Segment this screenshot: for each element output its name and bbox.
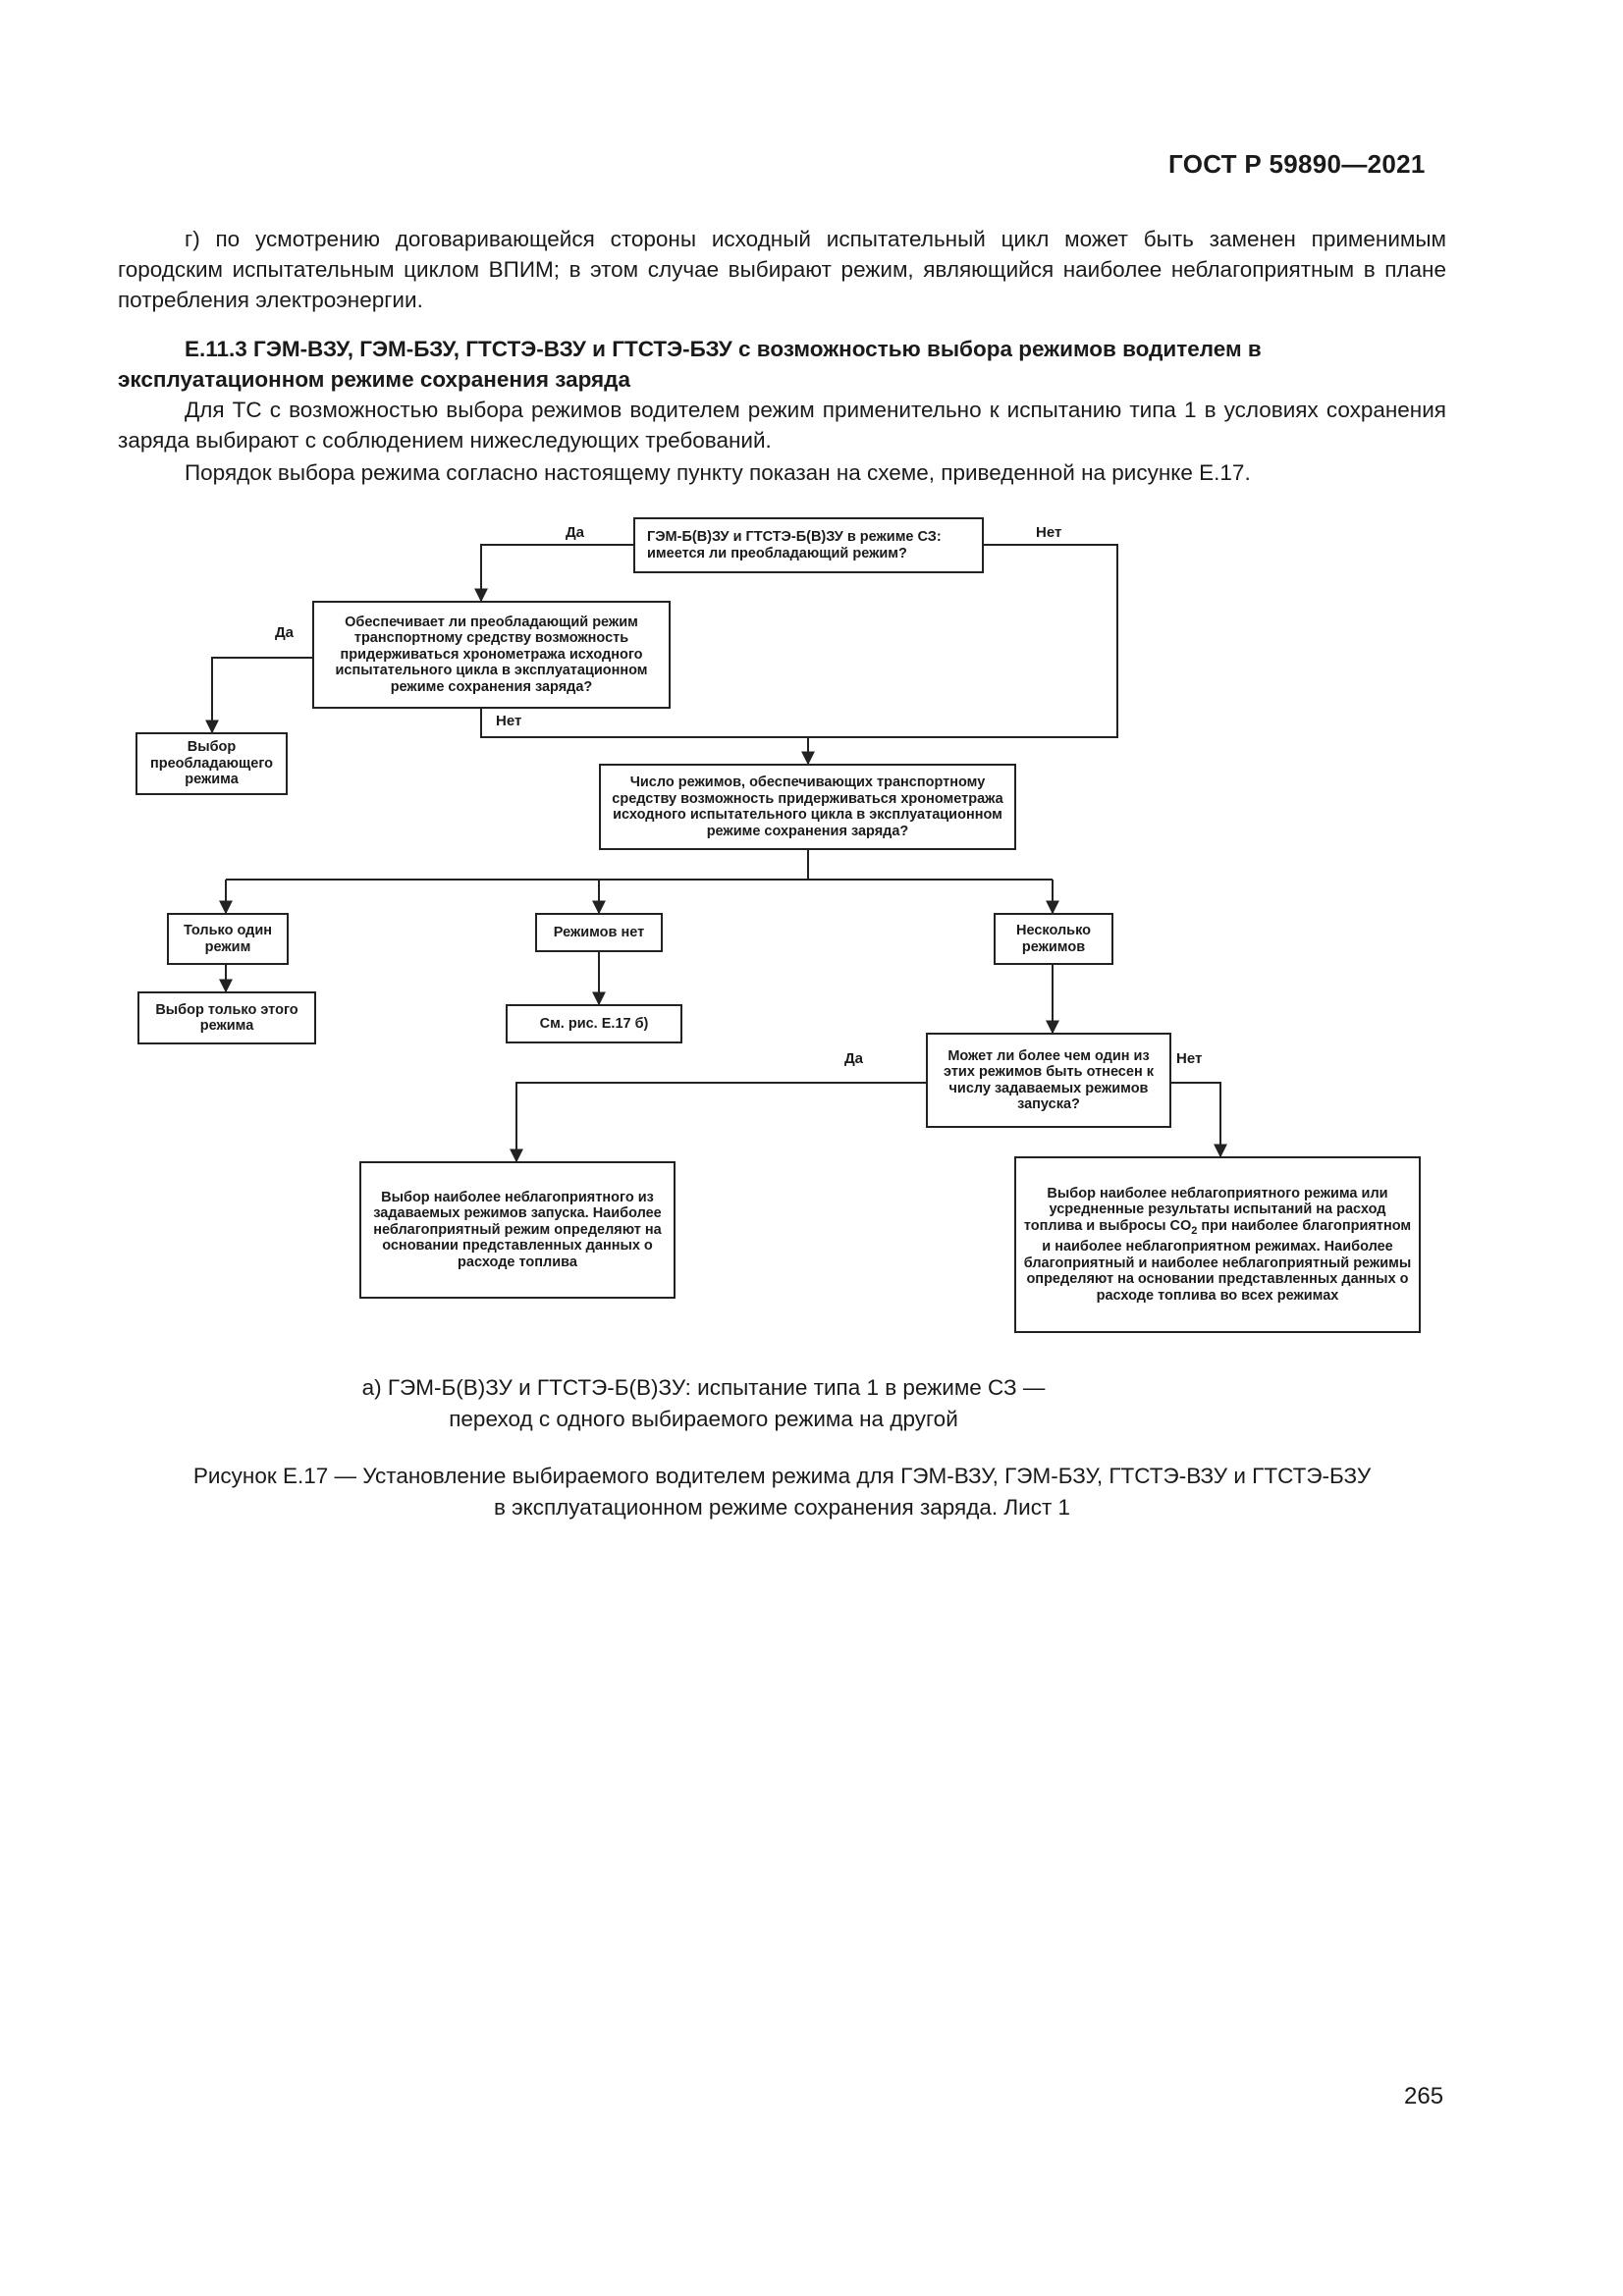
- branch-several-modes: Несколько режимов: [994, 913, 1113, 965]
- connector-q4-no: [1171, 1082, 1227, 1158]
- paragraph-g: г) по усмотрению договаривающейся сторон…: [118, 224, 1446, 315]
- result-select-predominant: Выбор преобладающего режима: [135, 732, 288, 795]
- co2-subscript: 2: [1191, 1224, 1198, 1237]
- label-no-q2: Нет: [496, 713, 522, 729]
- result-select-only-this: Выбор только этого режима: [137, 991, 316, 1044]
- paragraph-ref: Порядок выбора режима согласно настоящем…: [118, 457, 1446, 488]
- connector-q2-no: [480, 709, 815, 766]
- result-text-part1: Выбор наиболее неблагоприятного режима и…: [1023, 1185, 1388, 1234]
- branch-only-one-mode: Только один режим: [167, 913, 289, 965]
- connector-q1-yes: [474, 544, 633, 603]
- connector-q4-yes: [510, 1082, 926, 1163]
- label-yes-q4: Да: [844, 1050, 864, 1067]
- flowchart-connectors: [205, 544, 1227, 1163]
- result-text-part2: при наиболее благоприятном и наиболее не…: [1023, 1217, 1412, 1304]
- paragraph-intro-text: Для ТС с возможностью выбора режимов вод…: [118, 398, 1446, 453]
- label-no-q4: Нет: [1176, 1050, 1203, 1067]
- subfigure-caption: а) ГЭМ-Б(В)ЗУ и ГТСТЭ-Б(В)ЗУ: испытание …: [118, 1372, 1446, 1435]
- result-worst-or-averaged: Выбор наиболее неблагоприятного режима и…: [1014, 1156, 1421, 1333]
- question-multiple-launch-modes: Может ли более чем один из этих режимов …: [926, 1033, 1171, 1128]
- label-yes-q1: Да: [566, 524, 585, 541]
- result-worst-or-averaged-text: Выбор наиболее неблагоприятного режима и…: [1022, 1186, 1413, 1304]
- paragraph-g-text: г) по усмотрению договаривающейся сторон…: [118, 227, 1446, 312]
- subfigure-caption-line2: переход с одного выбираемого режима на д…: [449, 1407, 958, 1431]
- question-predominant-mode: ГЭМ-Б(В)ЗУ и ГТСТЭ-Б(В)ЗУ в режиме СЗ: и…: [633, 517, 984, 573]
- label-yes-q2: Да: [275, 624, 295, 641]
- figure-caption: Рисунок Е.17 — Установление выбираемого …: [98, 1461, 1466, 1523]
- subfigure-caption-line1: а) ГЭМ-Б(В)ЗУ и ГТСТЭ-Б(В)ЗУ: испытание …: [361, 1375, 1046, 1400]
- page-number: 265: [1404, 2083, 1444, 2109]
- paragraph-ref-text: Порядок выбора режима согласно настоящем…: [185, 460, 1251, 485]
- result-see-figure: См. рис. Е.17 б): [506, 1004, 682, 1043]
- result-worst-launch-mode: Выбор наиболее неблагоприятного из задав…: [359, 1161, 676, 1299]
- connector-q2-yes: [205, 657, 312, 734]
- paragraph-intro: Для ТС с возможностью выбора режимов вод…: [118, 395, 1446, 455]
- branch-no-modes: Режимов нет: [535, 913, 663, 952]
- label-no-q1: Нет: [1036, 524, 1062, 541]
- question-predominant-keeps-schedule: Обеспечивает ли преобладающий режим тран…: [312, 601, 671, 709]
- question-number-of-modes: Число режимов, обеспечивающих транспортн…: [599, 764, 1016, 850]
- connector-q1-no: [808, 544, 1118, 738]
- section-heading: Е.11.3 ГЭМ-ВЗУ, ГЭМ-БЗУ, ГТСТЭ-ВЗУ и ГТС…: [118, 334, 1446, 395]
- document-code: ГОСТ Р 59890—2021: [1168, 149, 1426, 179]
- figure-caption-line2: в эксплуатационном режиме сохранения зар…: [493, 1495, 1071, 1520]
- section-heading-text: Е.11.3 ГЭМ-ВЗУ, ГЭМ-БЗУ, ГТСТЭ-ВЗУ и ГТС…: [118, 337, 1262, 392]
- figure-caption-line1: Рисунок Е.17 — Установление выбираемого …: [192, 1464, 1372, 1488]
